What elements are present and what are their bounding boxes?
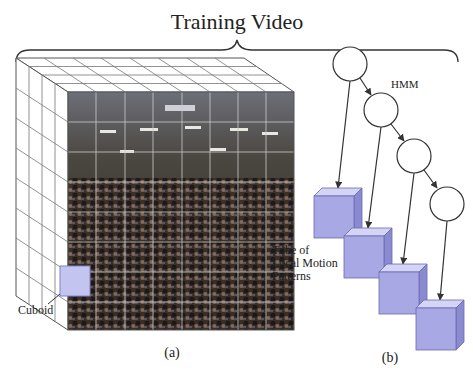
crowd-image	[68, 178, 294, 330]
cube-grid-front	[68, 92, 294, 330]
ceiling-lights	[100, 105, 278, 153]
panel-label: (a)	[164, 345, 180, 360]
leader-line	[48, 294, 60, 304]
part-label: Cuboid	[18, 304, 53, 317]
panel-label: (b)	[382, 350, 398, 365]
model-label: HMM	[391, 78, 419, 90]
video-frame	[68, 92, 294, 330]
cuboid	[60, 266, 90, 296]
part-label: Tube of Local Motion Patterns	[272, 244, 338, 284]
hmm-transitions	[360, 78, 437, 188]
title: Training Video	[171, 10, 304, 34]
